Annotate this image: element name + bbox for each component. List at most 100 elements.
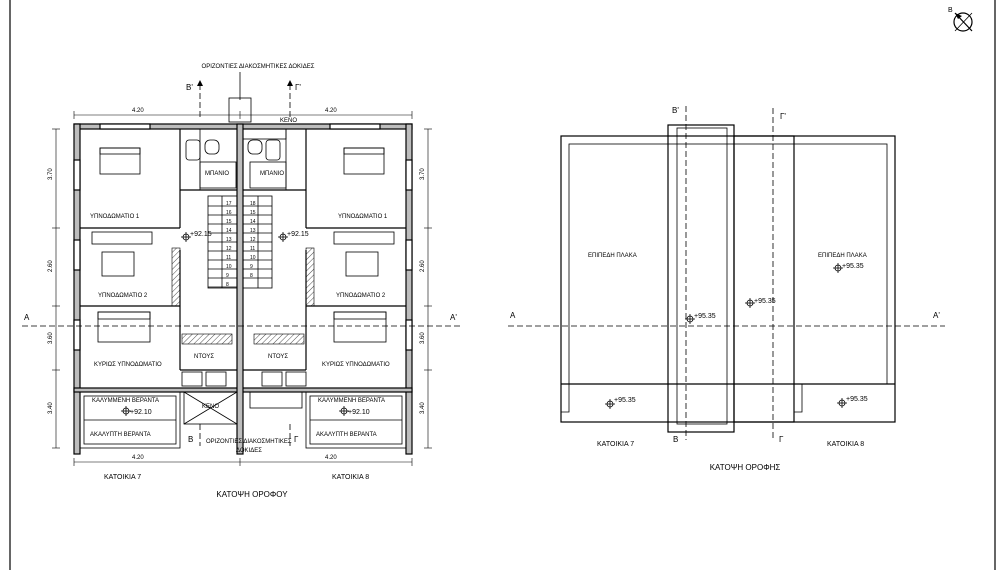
svg-text:ΑΚΑΛΥΠΤΗ ΒΕΡΑΝΤΑ: ΑΚΑΛΥΠΤΗ ΒΕΡΑΝΤΑ	[316, 432, 377, 438]
floor-plan: ΟΡΙΖΟΝΤΙΕΣ ΔΙΑΚΟΣΜΗΤΙΚΕΣ ΔΟΚΙΔΕΣ Β' Γ' 4…	[22, 64, 462, 499]
svg-text:3.70: 3.70	[420, 168, 426, 180]
svg-text:4.20: 4.20	[325, 108, 337, 114]
house8-label-roof: ΚΑΤΟΙΚΙΑ 8	[827, 441, 864, 448]
stair-step-number: 14	[250, 219, 256, 225]
section-marker-g-top: Γ'	[287, 80, 301, 118]
shower-label-h7: ΝΤΟΥΣ	[194, 354, 214, 360]
svg-text:Α: Α	[24, 313, 30, 322]
wall-right	[405, 123, 413, 455]
section-marker-b-bottom: Β	[188, 424, 201, 446]
svg-text:3.40: 3.40	[420, 402, 426, 414]
svg-text:Γ': Γ'	[295, 83, 301, 92]
wardrobe-master-h8	[253, 333, 305, 345]
north-label: Β	[948, 7, 953, 14]
master-label-h7: ΚΥΡΙΩΣ ΥΠΝΟΔΩΜΑΤΙΟ	[94, 362, 162, 368]
svg-text:+95.35: +95.35	[842, 263, 864, 270]
top-protrusion	[228, 97, 252, 123]
stair-step-number: 14	[226, 228, 232, 234]
stair-step-number: 8	[250, 273, 253, 279]
section-marker-a: Α Α'	[22, 313, 462, 327]
stair-step-number: 9	[226, 273, 229, 279]
flat-slab-label-h7: ΕΠΙΠΕΔΗ ΠΛΑΚΑ	[588, 253, 637, 259]
svg-text:Α': Α'	[933, 311, 940, 320]
roof-level-marker-right-tower: +95.35	[745, 298, 776, 308]
flat-slab-label-h8: ΕΠΙΠΕΔΗ ΠΛΑΚΑ	[818, 253, 867, 259]
house7-label-floor: ΚΑΤΟΙΚΙΑ 7	[104, 474, 141, 481]
stair-step-number: 10	[250, 255, 256, 261]
level-marker-h7: +92.15	[181, 231, 212, 242]
party-wall	[236, 123, 244, 455]
master-label-h8: ΚΥΡΙΩΣ ΥΠΝΟΔΩΜΑΤΙΟ	[322, 362, 390, 368]
roof-section-g-bottom: Γ	[779, 435, 784, 444]
svg-text:3.60: 3.60	[420, 332, 426, 344]
stair-step-number: 18	[250, 201, 256, 207]
wall-left	[73, 123, 81, 455]
veranda-h7: ΚΑΛΥΜΜΕΝΗ ΒΕΡΑΝΤΑ ΑΚΑΛΥΠΤΗ ΒΕΡΑΝΤΑ +92.1…	[79, 391, 181, 449]
level-marker-h8: +92.15	[278, 231, 309, 242]
wardrobe-master-h7	[181, 333, 233, 345]
svg-text:Γ': Γ'	[780, 112, 786, 121]
stair-step-number: 11	[250, 246, 255, 252]
roof-tower-right	[733, 135, 795, 423]
svg-text:+95.35: +95.35	[614, 397, 636, 404]
house8-label-floor: ΚΑΤΟΙΚΙΑ 8	[332, 474, 369, 481]
dimension-left: 3.70 2.60 3.60 3.40	[48, 128, 60, 449]
svg-text:+92.10: +92.10	[130, 409, 152, 416]
north-arrow-icon: Β	[948, 7, 973, 32]
bathroom-label-h8: ΜΠΑΝΙΟ	[260, 171, 284, 177]
svg-text:+95.35: +95.35	[846, 396, 868, 403]
dimension-bottom: 4.20 4.20	[73, 455, 413, 466]
beds-house8	[333, 147, 395, 343]
roof-section-marker-b-top: Β'	[672, 106, 687, 440]
stair-step-number: 16	[226, 210, 232, 216]
svg-text:Α': Α'	[450, 313, 457, 322]
floor-plan-title: ΚΑΤΟΨΗ ΟΡΟΦΟΥ	[216, 490, 288, 499]
svg-text:3.70: 3.70	[48, 168, 54, 180]
svg-text:4.20: 4.20	[132, 108, 144, 114]
beds-house7	[91, 147, 153, 343]
wardrobe-h8	[305, 247, 315, 307]
svg-text:Β: Β	[188, 435, 193, 444]
roof-outline	[560, 135, 896, 423]
svg-text:Γ: Γ	[294, 435, 299, 444]
svg-text:2.60: 2.60	[48, 260, 54, 272]
stair-step-number: 9	[250, 264, 253, 270]
veranda-h8: ΚΑΛΥΜΜΕΝΗ ΒΕΡΑΝΤΑ ΑΚΑΛΥΠΤΗ ΒΕΡΑΝΤΑ +92.1…	[305, 391, 407, 449]
roof-section-marker-a: Α Α'	[508, 311, 945, 327]
roof-plan: Β' Γ' ΕΠΙΠΕΔΗ ΠΛΑΚΑ ΕΠΙΠΕΔΗ ΠΛΑΚΑ +95.35…	[508, 106, 945, 472]
bedroom2-label-h7: ΥΠΝΟΔΩΜΑΤΙΟ 2	[98, 293, 148, 299]
beams-bottom-label-1: ΟΡΙΖΟΝΤΙΕΣ ΔΙΑΚΟΣΜΗΤΙΚΕΣ	[206, 439, 292, 445]
roof-section-b-bottom: Β	[673, 435, 678, 444]
svg-text:3.60: 3.60	[48, 332, 54, 344]
svg-text:+95.35: +95.35	[694, 313, 716, 320]
shower-label-h8: ΝΤΟΥΣ	[268, 354, 288, 360]
stair-step-number: 8	[226, 282, 229, 288]
roof-section-marker-g-top: Γ'	[772, 108, 786, 440]
stair-step-number: 13	[226, 237, 232, 243]
svg-text:+92.15: +92.15	[287, 231, 309, 238]
roof-tower-left	[667, 124, 735, 433]
stair-step-number: 11	[226, 255, 231, 261]
roof-tower-left-inner	[676, 127, 728, 425]
windows	[73, 123, 413, 351]
roof-level-marker-h8: +95.35	[833, 263, 864, 273]
stair-step-number: 13	[250, 228, 256, 234]
dimension-top: 4.20 4.20	[73, 108, 413, 119]
bedroom2-label-h8: ΥΠΝΟΔΩΜΑΤΙΟ 2	[336, 293, 386, 299]
stair-step-number: 15	[250, 210, 256, 216]
svg-text:ΚΑΛΥΜΜΕΝΗ ΒΕΡΑΝΤΑ: ΚΑΛΥΜΜΕΝΗ ΒΕΡΑΝΤΑ	[92, 398, 159, 404]
stair-step-number: 12	[250, 237, 256, 243]
bedroom1-label-h8: ΥΠΝΟΔΩΜΑΤΙΟ 1	[338, 214, 388, 220]
stair-step-number: 12	[226, 246, 232, 252]
dimension-right: 3.70 2.60 3.60 3.40	[420, 128, 432, 449]
void-center: ΚΕΝΟ	[183, 391, 303, 425]
svg-text:ΑΚΑΛΥΠΤΗ ΒΕΡΑΝΤΑ: ΑΚΑΛΥΠΤΗ ΒΕΡΑΝΤΑ	[90, 432, 151, 438]
wardrobe-h7	[171, 247, 181, 307]
svg-text:+92.15: +92.15	[190, 231, 212, 238]
roof-level-marker-veranda-h8: +95.35	[837, 396, 868, 408]
svg-text:Β': Β'	[672, 106, 679, 115]
stair-step-number: 10	[226, 264, 232, 270]
beams-top-label: ΟΡΙΖΟΝΤΙΕΣ ΔΙΑΚΟΣΜΗΤΙΚΕΣ ΔΟΚΙΔΕΣ	[202, 64, 315, 70]
